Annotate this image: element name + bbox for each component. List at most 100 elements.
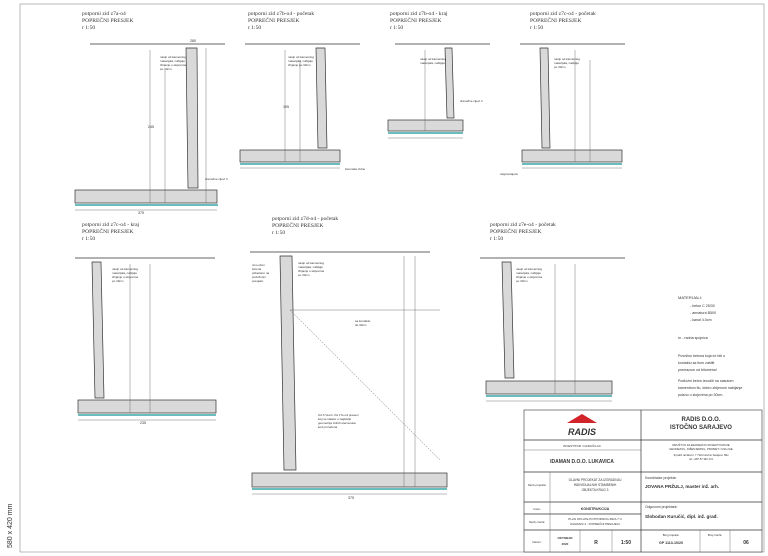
svg-text:zbijanje u slojevima: zbijanje u slojevima <box>516 275 542 279</box>
svg-text:drenažne cijevi 4: drenažne cijevi 4 <box>460 99 483 103</box>
investor: IDAMAN D.O.O. LUKAVICA <box>550 459 614 465</box>
svg-text:Slobodan Kuručić, dipl. inž. g: Slobodan Kuručić, dipl. inž. građ. <box>645 514 718 519</box>
svg-text:ISTOČNO SARAJEVO: ISTOČNO SARAJEVO <box>670 424 732 431</box>
svg-text:kontaktu sa tlom zaštiti: kontaktu sa tlom zaštiti <box>678 361 715 365</box>
svg-text:195: 195 <box>283 105 289 109</box>
note-rn: rn - radna spojnica <box>678 336 708 340</box>
svg-text:PLAN OPLATE POTPORNOG ZIDA 7 U: PLAN OPLATE POTPORNOG ZIDA 7 U <box>568 517 622 521</box>
svg-text:2020: 2020 <box>562 542 569 546</box>
svg-text:06: 06 <box>743 540 749 546</box>
svg-text:375: 375 <box>138 211 144 215</box>
svg-text:materijala, nabijaju: materijala, nabijaju <box>516 271 541 275</box>
svg-text:JOVANA PRŽULJ, master inž. arh: JOVANA PRŽULJ, master inž. arh. <box>645 482 719 489</box>
title-block: RADIS RADIS D.O.O. ISTOČNO SARAJEVO DRUŠ… <box>523 409 763 553</box>
svg-text:drenažne cijevi 4: drenažne cijevi 4 <box>205 177 228 181</box>
svg-text:kod proračuna: kod proračuna <box>318 425 338 429</box>
svg-text:geometrija zidnih elemenata: geometrija zidnih elemenata <box>318 421 356 425</box>
svg-text:zbijanje u slojevima: zbijanje u slojevima <box>298 269 324 273</box>
section-scale: r 1:50 <box>272 230 285 236</box>
section-subtitle: POPREČNI PRESJEK <box>82 227 133 235</box>
svg-text:materijala, nabijaju: materijala, nabijaju <box>288 59 313 63</box>
svg-text:materijala, nabijaju: materijala, nabijaju <box>420 61 445 65</box>
svg-text:nivo.ožen: nivo.ožen <box>252 263 265 267</box>
svg-text:odgovarajuće: odgovarajuće <box>500 172 518 176</box>
svg-text:INVESTITOR / NARUČILAC: INVESTITOR / NARUČILAC <box>563 443 602 448</box>
svg-text:GP 1113-10/20: GP 1113-10/20 <box>659 541 683 545</box>
svg-text:Naziv projekta:: Naziv projekta: <box>528 483 547 487</box>
svg-text:DRUŠTVO ZA ĐEODEZIJU ROJEKTOVA: DRUŠTVO ZA ĐEODEZIJU ROJEKTOVANJE <box>672 442 729 447</box>
section-scale: r 1:50 <box>390 25 403 31</box>
section-subtitle: POPREČNI PRESJEK <box>248 16 299 24</box>
section-title: potporni zid z7d-o4 - početak <box>272 216 338 222</box>
section-z7b-start: potporni zid z7b-o4 - početak POPREČNI P… <box>239 11 366 171</box>
svg-text:do 30cm: do 30cm <box>355 323 367 327</box>
section-z7e-start: potporni zid z7e-o4 - početak POPREČNI P… <box>480 222 625 402</box>
svg-text:materijala, nabijaju: materijala, nabijaju <box>160 59 185 63</box>
wall-footing <box>74 189 218 204</box>
svg-text:235: 235 <box>140 421 146 425</box>
section-title: potporni zid z7b-o4 - početak <box>248 11 314 17</box>
svg-text:GLAVNI PROJEKAT ZA IZGRADNJU: GLAVNI PROJEKAT ZA IZGRADNJU <box>569 478 622 482</box>
svg-text:OBJEKTA KRUG 3: OBJEKTA KRUG 3 <box>582 488 609 492</box>
svg-text:premazom od bitumena!: premazom od bitumena! <box>678 368 717 372</box>
section-subtitle: POPREČNI PRESJEK <box>272 221 323 229</box>
svg-text:podužnom: podužnom <box>252 275 267 279</box>
svg-text:materijala, nabijaju: materijala, nabijaju <box>112 271 137 275</box>
svg-text:Odgovorni projektant:: Odgovorni projektant: <box>645 505 677 509</box>
section-scale: r 1:50 <box>82 236 95 242</box>
svg-text:nasip od kamenitog: nasip od kamenitog <box>516 267 542 271</box>
svg-text:nasip od kamenitog: nasip od kamenitog <box>288 55 314 59</box>
sheet-size-label: 580 x 420 mm <box>7 503 14 548</box>
svg-text:RADIS D.O.O.: RADIS D.O.O. <box>681 417 720 423</box>
section-z7a: potporni zid z7a-o4 POPREČNI PRESJEK r 1… <box>74 11 228 215</box>
svg-text:Broj projekta:: Broj projekta: <box>663 533 680 537</box>
svg-text:nasip od kamenitog: nasip od kamenitog <box>112 267 138 271</box>
section-scale: r 1:50 <box>248 25 261 31</box>
svg-text:375: 375 <box>348 496 354 500</box>
svg-text:Srpskih ratnika br. 7 7110 Ist: Srpskih ratnika br. 7 7110 Istočno Saraj… <box>674 453 729 457</box>
svg-text:materijala, nabijaju: materijala, nabijaju <box>298 265 323 269</box>
svg-text:ZAGRADI 4 - POPREČNI PRESJECI: ZAGRADI 4 - POPREČNI PRESJECI <box>570 521 620 526</box>
material-title: MATERIJALI: <box>678 295 702 300</box>
svg-text:Površinu betona koja će biti u: Površinu betona koja će biti u <box>678 354 725 358</box>
svg-text:Koordinator projekta:: Koordinator projekta: <box>645 476 677 480</box>
svg-text:po 30cm: po 30cm <box>554 65 566 69</box>
section-title: potporni zid z7a-o4 <box>82 11 126 17</box>
svg-text:Podložni beton izvoditi na nas: Podložni beton izvoditi na nasutom <box>678 379 734 383</box>
svg-text:prikazano na: prikazano na <box>252 271 270 275</box>
svg-text:R: R <box>594 540 598 546</box>
svg-text:OKTOBAR: OKTOBAR <box>557 536 573 540</box>
svg-text:kamenitom tlu, dobro zbijenom: kamenitom tlu, dobro zbijenom nabijanje <box>678 386 742 390</box>
svg-text:zbijanje u slojevima: zbijanje u slojevima <box>112 275 138 279</box>
svg-text:nasip od kamenitog: nasip od kamenitog <box>554 57 580 61</box>
section-title: potporni zid z7e-o4 - početak <box>490 222 556 228</box>
section-z7d-start: potporni zid z7d-o4 - početak POPREČNI P… <box>250 216 448 500</box>
logo: RADIS <box>568 427 596 437</box>
svg-text:- armatura B500: - armatura B500 <box>690 311 716 315</box>
section-scale: r 1:50 <box>490 236 503 242</box>
section-title: potporni zid z7c-o4 - početak <box>530 11 596 17</box>
svg-text:- kanal 4.0cm: - kanal 4.0cm <box>690 318 712 322</box>
svg-text:Naziv crteža:: Naziv crteža: <box>529 520 545 524</box>
svg-text:betona: betona <box>252 267 262 271</box>
section-z7b-end: potporni zid z7b-o4 - kraj POPREČNI PRES… <box>387 11 490 139</box>
svg-text:nasip od kamenitog: nasip od kamenitog <box>420 57 446 61</box>
section-subtitle: POPREČNI PRESJEK <box>530 16 581 24</box>
svg-text:GEODEZIJU, INŽENJERING, PROMET: GEODEZIJU, INŽENJERING, PROMET I USLUGE <box>669 446 733 451</box>
section-subtitle: POPREČNI PRESJEK <box>390 16 441 24</box>
svg-text:245: 245 <box>148 125 154 129</box>
section-subtitle: POPREČNI PRESJEK <box>82 16 133 24</box>
svg-text:po 30cm: po 30cm <box>298 273 310 277</box>
section-scale: r 1:50 <box>82 25 95 31</box>
svg-text:pulsno u slojevima po 30cm.: pulsno u slojevima po 30cm. <box>678 393 723 397</box>
section-z7c-end: potporni zid z7c-o4 - kraj POPREČNI PRES… <box>75 222 217 425</box>
section-scale: r 1:50 <box>530 25 543 31</box>
svg-text:1:50: 1:50 <box>621 540 631 546</box>
notes: MATERIJALI: - beton C 25/30 - armatura B… <box>678 295 742 397</box>
svg-text:Datum:: Datum: <box>532 540 541 544</box>
svg-text:po 30cm: po 30cm <box>516 279 528 283</box>
wall-stem <box>185 47 199 189</box>
section-z7c-start: potporni zid z7c-o4 - početak POPREČNI P… <box>500 11 625 176</box>
svg-text:po 30cm: po 30cm <box>160 67 172 71</box>
